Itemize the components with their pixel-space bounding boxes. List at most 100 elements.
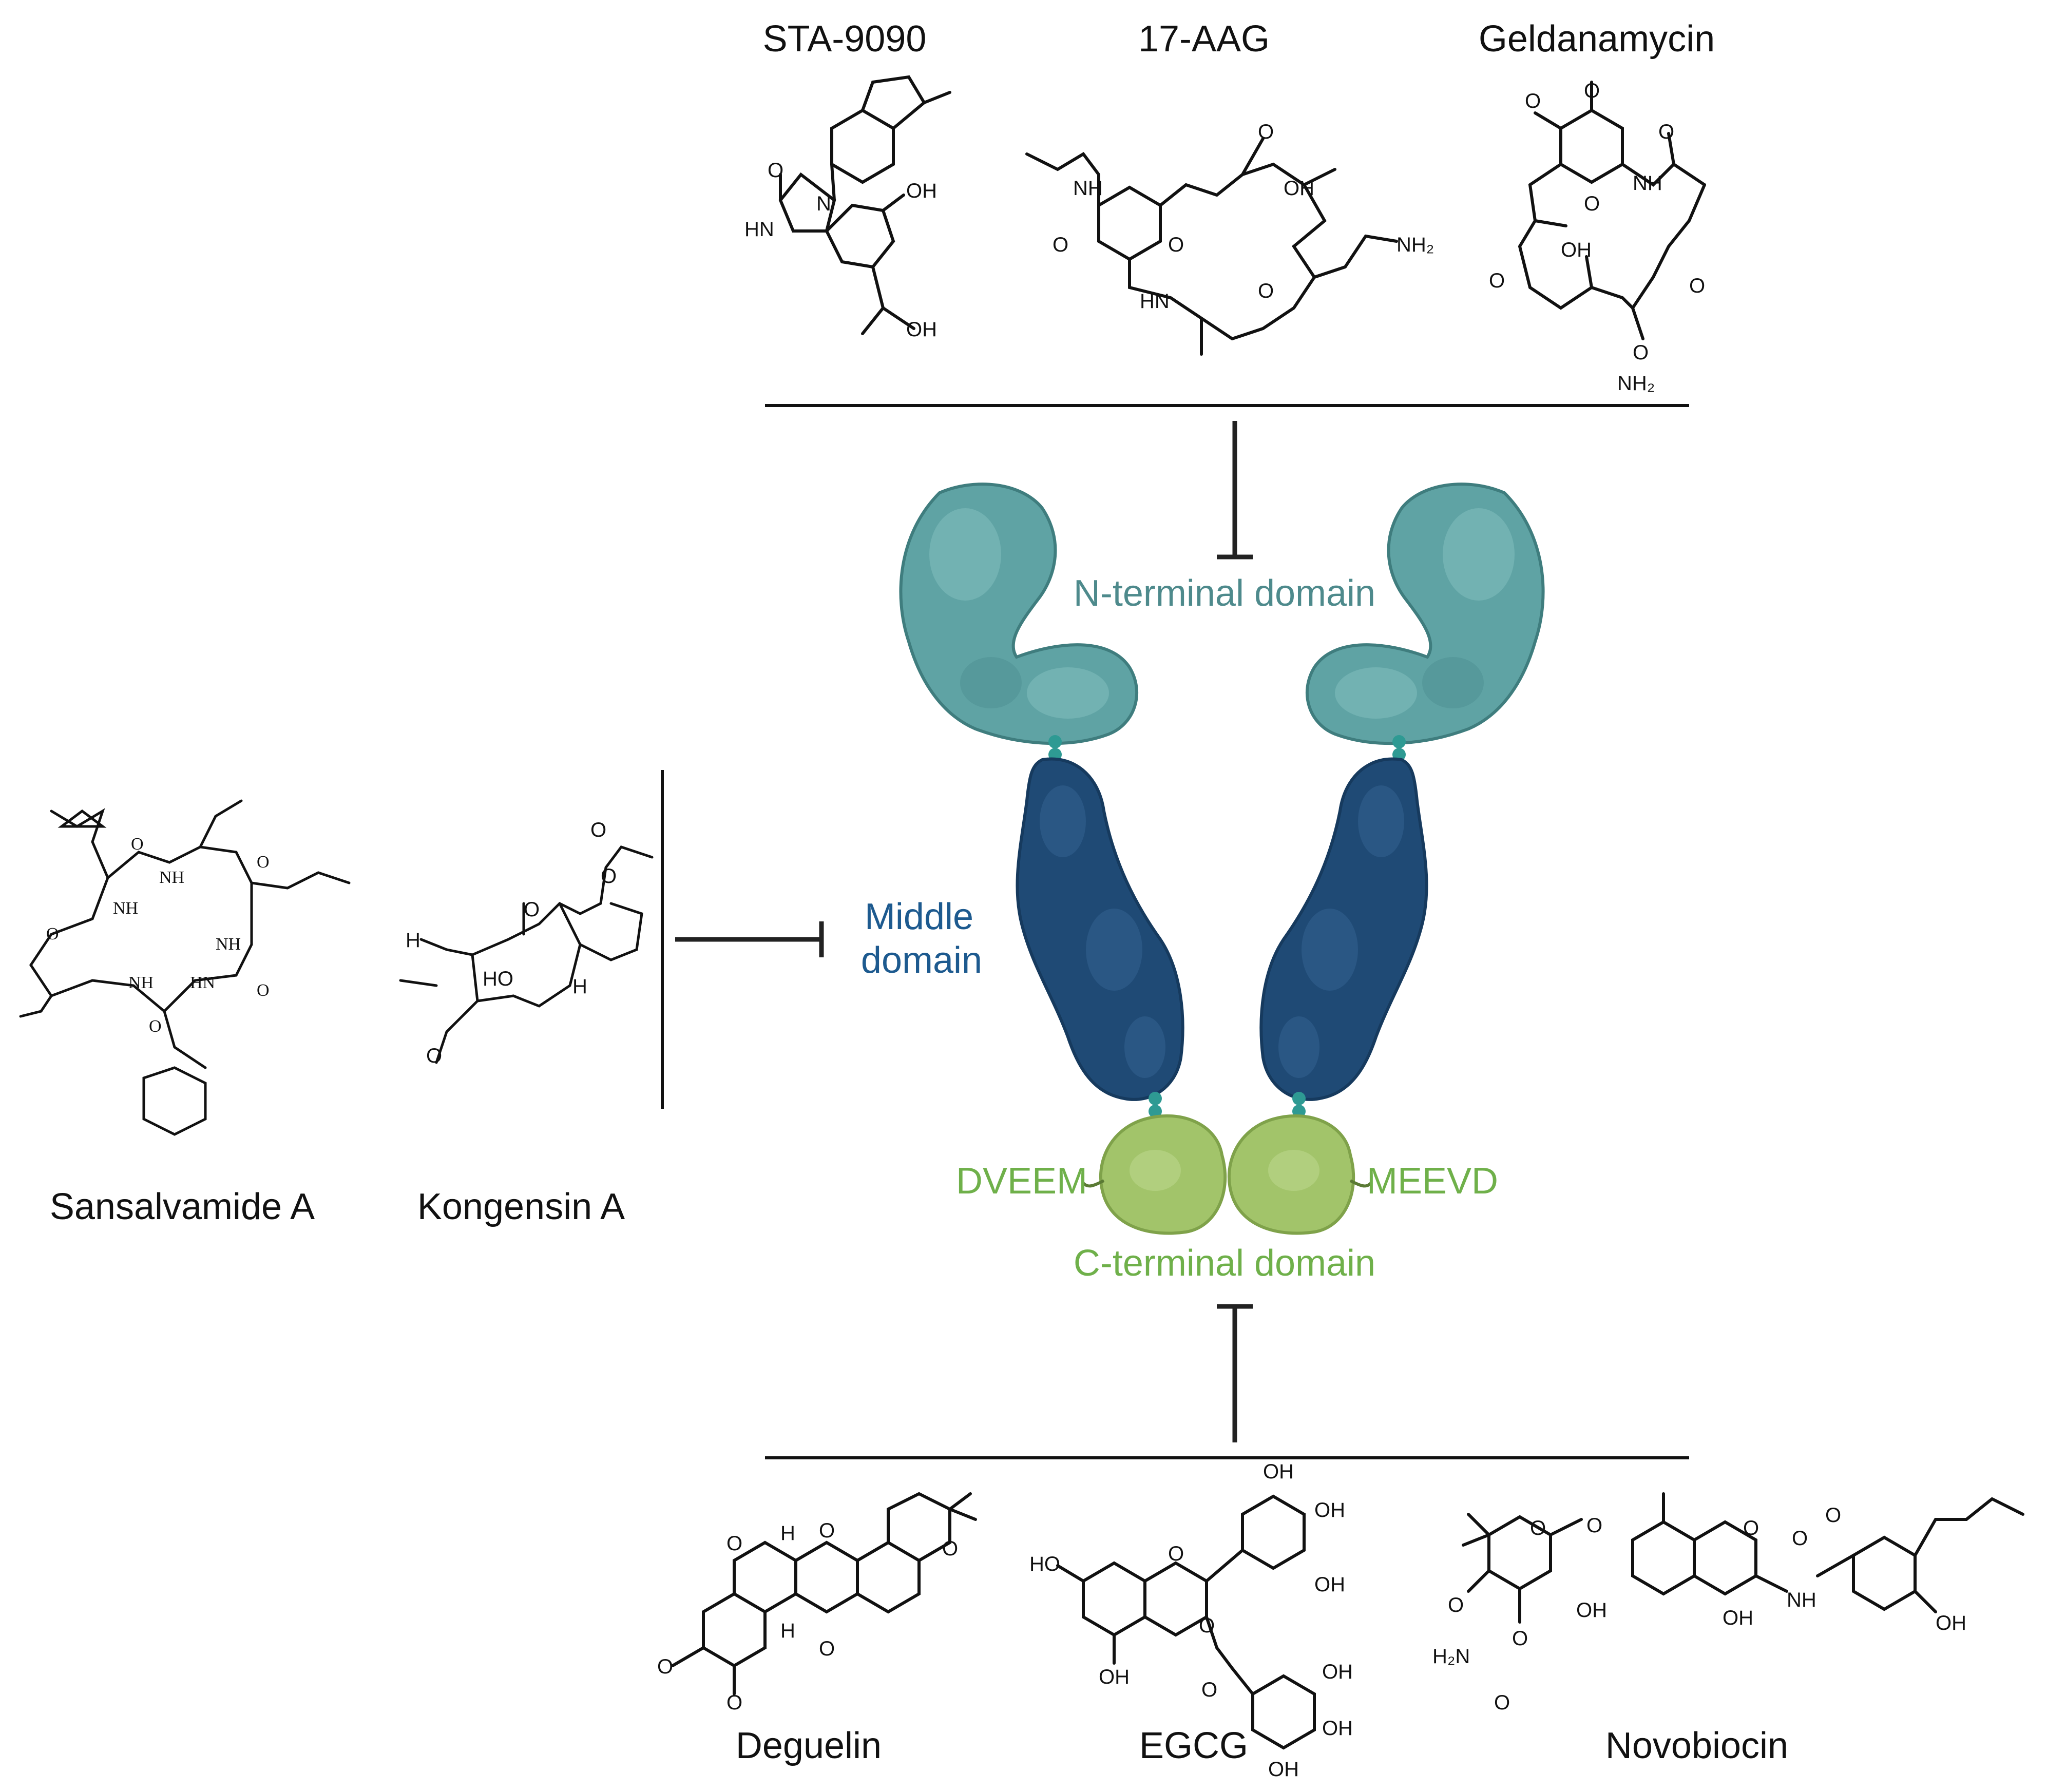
gel-atom-nh2: NH₂ (1617, 372, 1655, 395)
n-middle-linkers (1048, 735, 1406, 774)
san-atom-hn: HN (190, 973, 215, 992)
kon-atom-o4: O (426, 1045, 442, 1067)
deg-atom-h2: H (780, 1620, 795, 1642)
deg-atom-o5: O (657, 1655, 673, 1678)
egcg-atom-oh2: OH (1314, 1499, 1345, 1521)
novo-atom-h2n: H₂N (1432, 1645, 1470, 1668)
san-atom-nh4: NH (128, 973, 154, 992)
right-c-terminal-domain (1227, 1114, 1355, 1235)
sta9090-label: STA-9090 (763, 18, 927, 60)
deg-atom-o3: O (942, 1537, 958, 1560)
kon-atom-o1: O (524, 898, 540, 921)
gel-atom-o6: O (1689, 275, 1705, 297)
san-atom-o2: O (257, 853, 270, 872)
kongensin-structure (399, 845, 654, 1064)
egcg-atom-o1: O (1168, 1543, 1184, 1565)
middle-c-linkers (1149, 1092, 1306, 1118)
gel-atom-o2: O (1584, 80, 1600, 102)
gel-atom-o7: O (1633, 341, 1649, 364)
san-atom-o4: O (257, 981, 270, 1000)
novo-atom-oh3: OH (1936, 1612, 1966, 1634)
sta9090-structure (778, 75, 951, 335)
right-middle-domain (1259, 757, 1428, 1101)
aag-atom-o3: O (1258, 121, 1274, 143)
novobiocin-label: Novobiocin (1605, 1725, 1788, 1766)
novo-atom-o1: O (1530, 1517, 1546, 1539)
deg-atom-o2: O (819, 1519, 835, 1542)
gel-atom-oh: OH (1561, 239, 1592, 261)
gel-atom-o1: O (1525, 90, 1541, 112)
middle-domain-label-line2: domain (861, 940, 982, 981)
c-terminal-domain-label: C-terminal domain (1074, 1243, 1375, 1284)
aag-atom-o4: O (1258, 280, 1274, 302)
egcg-atom-o2: O (1199, 1614, 1215, 1637)
geldanamycin-structure (1518, 81, 1706, 340)
gel-atom-o4: O (1658, 121, 1674, 143)
egcg-atom-oh5: OH (1322, 1661, 1353, 1683)
left-c-terminal-domain (1099, 1114, 1227, 1235)
novobiocin-structure (1462, 1492, 2024, 1624)
n-terminal-domain-label: N-terminal domain (1074, 573, 1375, 614)
novo-atom-o7: O (1792, 1527, 1808, 1550)
sta-atom-oh2: OH (906, 318, 937, 341)
left-middle-domain (1016, 757, 1184, 1101)
aag-atom-o2: O (1168, 234, 1184, 256)
left-n-terminal-domain (899, 483, 1138, 745)
san-atom-o1: O (131, 835, 144, 854)
kon-atom-h2: H (572, 975, 587, 998)
sta-atom-hn: HN (744, 218, 774, 241)
deg-atom-o1: O (726, 1532, 742, 1555)
aag-atom-hn: HN (1140, 290, 1170, 313)
novo-atom-o3: O (1448, 1594, 1464, 1616)
san-atom-o3: O (46, 924, 59, 943)
deguelin-structure (671, 1492, 977, 1695)
kon-atom-ho: HO (483, 968, 513, 990)
san-atom-nh2: NH (113, 899, 138, 918)
geldanamycin-label: Geldanamycin (1479, 18, 1715, 60)
novo-atom-o4: O (1512, 1627, 1528, 1650)
right-tail (1349, 1179, 1372, 1188)
egcg-atom-oh7: OH (1268, 1758, 1299, 1781)
left-tail (1082, 1179, 1105, 1188)
sansalvamide-label: Sansalvamide A (50, 1186, 315, 1227)
egcg-atom-oh6: OH (1322, 1717, 1353, 1740)
novo-atom-nh: NH (1787, 1589, 1816, 1611)
san-atom-nh3: NH (216, 935, 241, 954)
deg-atom-h1: H (780, 1522, 795, 1545)
deg-atom-o6: O (726, 1691, 742, 1714)
novo-atom-o8: O (1825, 1504, 1841, 1527)
gel-atom-o3: O (1584, 192, 1600, 215)
sta-atom-oh1: OH (906, 180, 937, 202)
egcg-atom-oh4: OH (1099, 1666, 1130, 1688)
meevd-label: MEEVD (1367, 1161, 1498, 1202)
kon-atom-o3: O (601, 865, 617, 888)
middle-domain-label-line1: Middle (865, 896, 973, 937)
novo-atom-o5: O (1494, 1691, 1510, 1714)
17aag-structure (1025, 137, 1398, 356)
kongensin-label: Kongensin A (417, 1186, 625, 1227)
egcg-atom-o3: O (1201, 1679, 1217, 1701)
novo-atom-oh1: OH (1576, 1599, 1607, 1622)
sta-atom-n: N (816, 192, 831, 215)
egcg-atom-ho: HO (1029, 1553, 1060, 1575)
dveem-label: DVEEM (956, 1161, 1087, 1202)
novo-atom-o2: O (1586, 1514, 1602, 1537)
egcg-label: EGCG (1139, 1725, 1248, 1766)
novo-atom-oh2: OH (1723, 1607, 1753, 1629)
aag-atom-nh2: NH₂ (1397, 234, 1434, 256)
novo-atom-o6: O (1743, 1517, 1759, 1539)
right-n-terminal-domain (1306, 483, 1545, 745)
egcg-atom-oh1: OH (1263, 1460, 1294, 1483)
egcg-structure (1056, 1494, 1316, 1750)
17aag-label: 17-AAG (1138, 18, 1270, 60)
aag-atom-nh: NH (1073, 177, 1103, 200)
san-atom-o5: O (149, 1017, 162, 1036)
aag-atom-oh: OH (1284, 177, 1314, 200)
deg-atom-o4: O (819, 1637, 835, 1660)
gel-atom-o5: O (1489, 269, 1505, 292)
egcg-atom-oh3: OH (1314, 1573, 1345, 1596)
sta-atom-o: O (768, 159, 783, 182)
gel-atom-nh: NH (1633, 172, 1662, 195)
san-atom-nh1: NH (159, 868, 184, 887)
